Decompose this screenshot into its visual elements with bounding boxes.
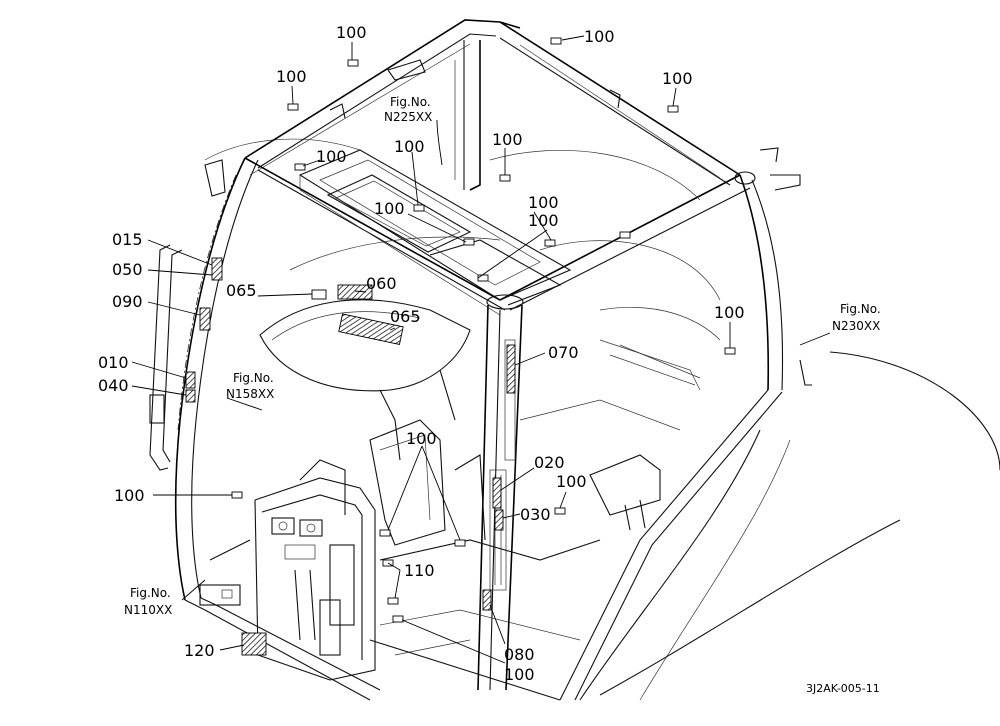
callout-120: 120 bbox=[184, 641, 215, 660]
callout-100: 100 bbox=[714, 303, 745, 322]
fig-ref-n230-line1: Fig.No. bbox=[840, 302, 881, 316]
fig-ref-n110-line1: Fig.No. bbox=[130, 586, 171, 600]
callout-070: 070 bbox=[548, 343, 579, 362]
sticker-060 bbox=[337, 284, 373, 300]
leader-lines bbox=[131, 35, 831, 664]
drawing-code: 3J2AK-005-11 bbox=[806, 682, 880, 695]
callout-100: 100 bbox=[556, 472, 587, 491]
sticker-030 bbox=[494, 509, 504, 531]
callout-080: 080 bbox=[504, 645, 535, 664]
sticker-100 bbox=[544, 239, 556, 247]
callout-040: 040 bbox=[98, 376, 129, 395]
sticker-100 bbox=[347, 59, 359, 67]
callout-100: 100 bbox=[504, 665, 535, 684]
callout-100: 100 bbox=[276, 67, 307, 86]
sticker-100 bbox=[287, 103, 299, 111]
sticker-100 bbox=[477, 274, 489, 282]
sticker-100 bbox=[724, 347, 736, 355]
callout-015: 015 bbox=[112, 230, 143, 249]
sticker-120 bbox=[241, 632, 267, 656]
sticker-100 bbox=[413, 204, 425, 212]
sticker-040 bbox=[185, 389, 196, 403]
sticker-100 bbox=[463, 238, 475, 246]
sticker-020 bbox=[492, 477, 502, 509]
cabin-line-art bbox=[149, 19, 1000, 701]
callout-065: 065 bbox=[226, 281, 257, 300]
callout-100: 100 bbox=[492, 130, 523, 149]
callout-020: 020 bbox=[534, 453, 565, 472]
sticker-090 bbox=[199, 307, 211, 331]
callout-100: 100 bbox=[528, 211, 559, 230]
sticker-065-seat bbox=[338, 313, 404, 345]
sticker-080 bbox=[482, 589, 492, 611]
fig-ref-n230-line2: N230XX bbox=[832, 319, 880, 333]
sticker-100 bbox=[454, 539, 466, 547]
callout-065: 065 bbox=[390, 307, 421, 326]
sticker-100 bbox=[667, 105, 679, 113]
callout-060: 060 bbox=[366, 274, 397, 293]
sticker-100 bbox=[619, 231, 631, 239]
callout-100: 100 bbox=[406, 429, 437, 448]
callout-100: 100 bbox=[374, 199, 405, 218]
callout-100: 100 bbox=[114, 486, 145, 505]
callout-050: 050 bbox=[112, 260, 143, 279]
callout-010: 010 bbox=[98, 353, 129, 372]
sticker-110 bbox=[387, 597, 399, 605]
fig-ref-n110-line2: N110XX bbox=[124, 603, 172, 617]
callout-100: 100 bbox=[394, 137, 425, 156]
callout-100: 100 bbox=[528, 193, 559, 212]
sticker-100 bbox=[499, 174, 511, 182]
decal-stickers bbox=[185, 37, 736, 656]
sticker-100 bbox=[379, 529, 391, 537]
callout-100: 100 bbox=[336, 23, 367, 42]
callout-090: 090 bbox=[112, 292, 143, 311]
callout-030: 030 bbox=[520, 505, 551, 524]
fig-ref-n158-line2: N158XX bbox=[226, 387, 274, 401]
sticker-015 bbox=[211, 257, 223, 281]
sticker-100 bbox=[294, 163, 306, 171]
callout-110: 110 bbox=[404, 561, 435, 580]
fig-ref-n158-line1: Fig.No. bbox=[233, 371, 274, 385]
sticker-010 bbox=[185, 371, 196, 389]
sticker-100 bbox=[231, 491, 243, 499]
part-callouts: 100 100 100 100 100 100 100 100 100 100 … bbox=[98, 23, 745, 684]
callout-100: 100 bbox=[316, 147, 347, 166]
fig-ref-n225-line1: Fig.No. bbox=[390, 95, 431, 109]
sticker-100 bbox=[392, 615, 404, 623]
callout-100: 100 bbox=[662, 69, 693, 88]
fig-ref-n225-line2: N225XX bbox=[384, 110, 432, 124]
sticker-070 bbox=[506, 344, 516, 394]
sticker-100 bbox=[554, 507, 566, 515]
sticker-100 bbox=[550, 37, 562, 45]
callout-100: 100 bbox=[584, 27, 615, 46]
figure-references: Fig.No. N225XX Fig.No. N230XX Fig.No. N1… bbox=[124, 95, 881, 617]
sticker-065 bbox=[311, 289, 327, 300]
